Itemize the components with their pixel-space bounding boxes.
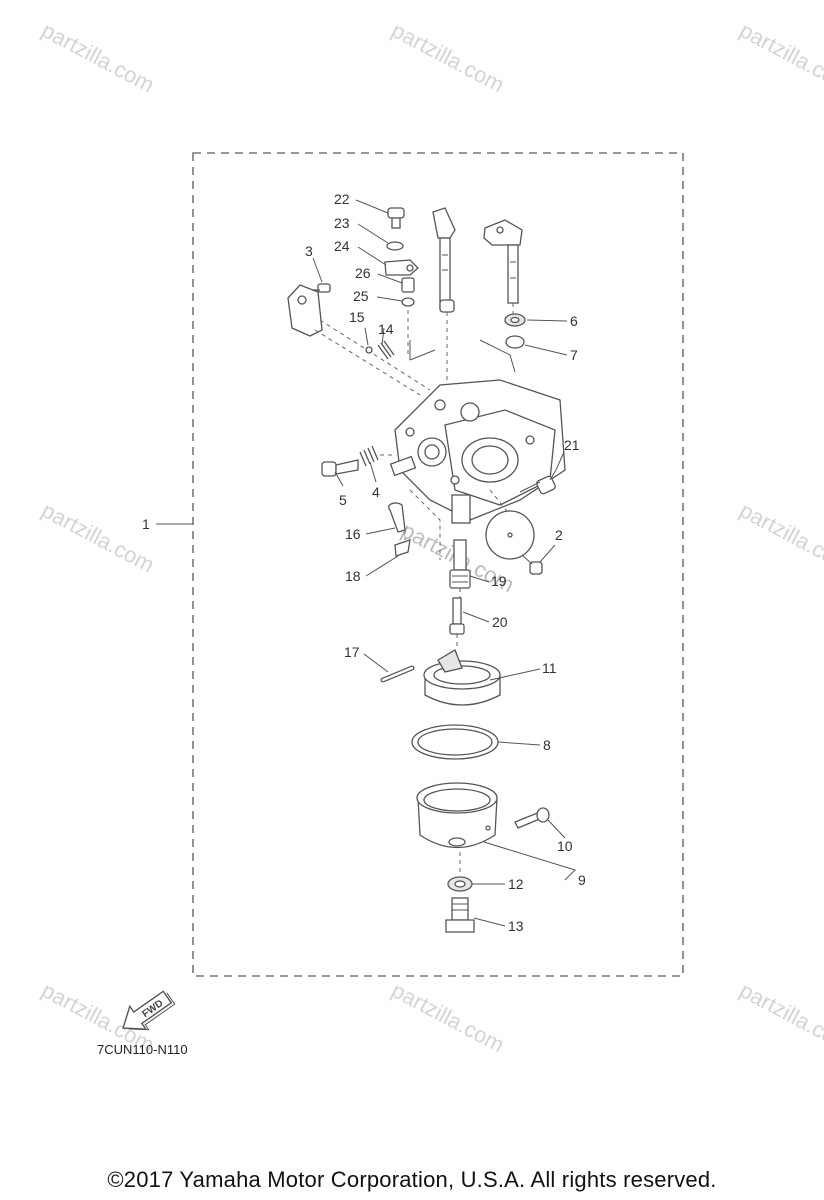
callout-3: 3 (305, 243, 313, 259)
callout-20: 20 (492, 614, 508, 630)
callout-16: 16 (345, 526, 361, 542)
watermark-text: partzilla.com (388, 977, 509, 1057)
callout-2: 2 (555, 527, 563, 543)
watermark-text: partzilla.com (736, 17, 824, 97)
screw-21 (519, 475, 556, 495)
watermark-text: partzilla.com (736, 497, 824, 577)
callout-11: 11 (542, 660, 557, 676)
watermark-text: partzilla.com (736, 977, 824, 1057)
watermark-text: partzilla.com (38, 497, 159, 577)
jet-26 (401, 277, 415, 293)
fwd-arrow-icon: FWD (122, 990, 176, 1031)
screw-2 (521, 554, 543, 575)
screw-5 (321, 459, 359, 477)
screw-3 (312, 283, 331, 293)
callout-13: 13 (508, 918, 524, 934)
main-jet-19 (449, 539, 471, 589)
callout-5: 5 (339, 492, 347, 508)
callout-24: 24 (334, 238, 350, 254)
screw-10 (514, 807, 550, 829)
callout-22: 22 (334, 191, 350, 207)
choke-plate (287, 284, 323, 337)
callout-15: 15 (349, 309, 365, 325)
callout-17: 17 (344, 644, 360, 660)
jet-20 (449, 597, 465, 635)
drain-plug-13 (445, 897, 475, 933)
callout-18: 18 (345, 568, 361, 584)
callout-8: 8 (543, 737, 551, 753)
callout-25: 25 (353, 288, 369, 304)
float-bowl-9 (416, 782, 498, 849)
callout-6: 6 (570, 313, 578, 329)
leader-lines (156, 199, 576, 927)
seal-7 (505, 335, 525, 349)
assembly-frame (192, 152, 684, 977)
ball-15 (365, 346, 373, 354)
float-11 (423, 649, 501, 706)
gasket-8 (411, 724, 499, 760)
shaft-cap (439, 299, 455, 313)
copyright-notice: ©2017 Yamaha Motor Corporation, U.S.A. A… (107, 1167, 717, 1192)
callout-numbers: 1 2 3 4 5 6 7 8 9 10 11 12 13 14 15 16 1… (142, 191, 586, 934)
diagram-code: 7CUN110-N110 (97, 1042, 188, 1057)
watermark-text: partzilla.com (38, 17, 159, 97)
carburetor-body (389, 379, 566, 524)
spring-4 (359, 445, 379, 467)
callout-14: 14 (378, 321, 394, 337)
throttle-shaft-left (432, 207, 456, 309)
callout-9: 9 (578, 872, 586, 888)
throttle-shaft-right (483, 219, 523, 304)
clip-18 (394, 539, 411, 557)
callout-4: 4 (372, 484, 380, 500)
callout-23: 23 (334, 215, 350, 231)
washer-23 (386, 241, 404, 251)
o-ring-25 (401, 297, 415, 307)
callout-19: 19 (491, 573, 507, 589)
screw-22 (387, 207, 405, 229)
needle-16 (388, 502, 406, 533)
watermarks: partzilla.com partzilla.com partzilla.co… (38, 17, 824, 1057)
callout-12: 12 (508, 876, 524, 892)
callout-7: 7 (570, 347, 578, 363)
callout-10: 10 (557, 838, 573, 854)
spring-14 (377, 340, 395, 360)
watermark-text: partzilla.com (388, 17, 509, 97)
callout-1: 1 (142, 516, 150, 532)
callout-26: 26 (355, 265, 371, 281)
callout-21: 21 (564, 437, 580, 453)
